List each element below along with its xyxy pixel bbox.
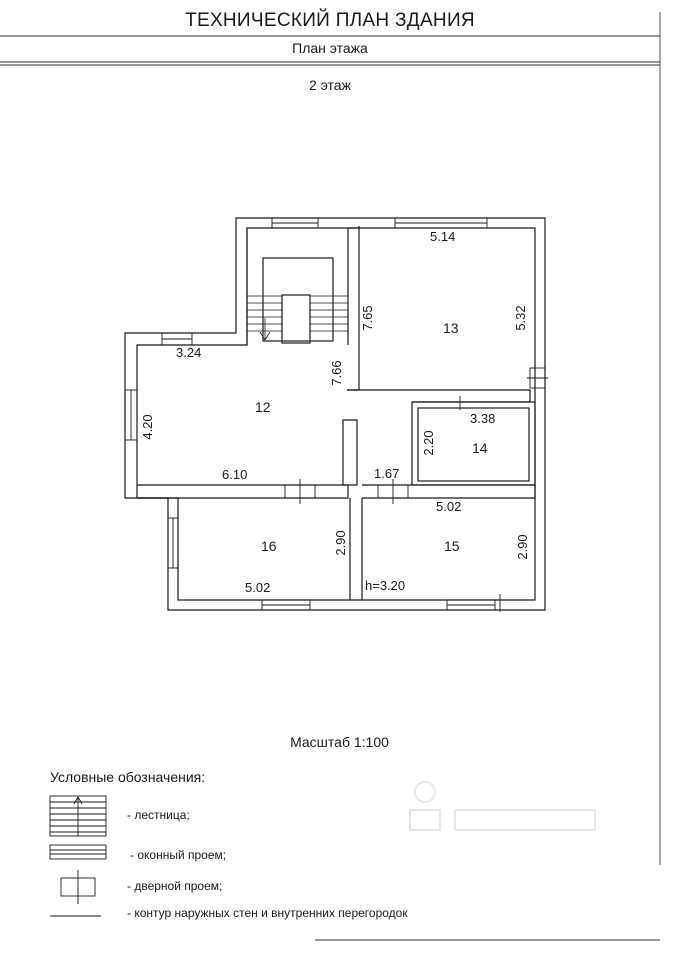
floor-label: 2 этаж	[309, 77, 351, 93]
watermark-logo	[409, 781, 596, 831]
wall-15-16	[349, 498, 363, 600]
ceiling-height-label: h=3.20	[365, 578, 405, 593]
dimension-label: 2.90	[333, 530, 348, 555]
room-16-number: 16	[261, 538, 277, 554]
dimension-label: 5.32	[513, 305, 528, 330]
window-icon	[49, 844, 107, 860]
legend-stair-text: - лестница;	[127, 808, 190, 822]
room-12-number: 12	[255, 399, 271, 415]
stair-icon	[49, 795, 107, 837]
dimension-label: 6.10	[222, 467, 247, 482]
dimension-label: 1.67	[374, 466, 399, 481]
dimension-label: 3.38	[470, 411, 495, 426]
dimension-label: 5.02	[436, 499, 461, 514]
stair-treads	[247, 295, 348, 341]
door-marks	[284, 367, 548, 612]
room-13-wall	[347, 226, 360, 391]
window-marks	[124, 217, 496, 611]
dimension-label: 7.66	[329, 360, 344, 385]
document-title: ТЕХНИЧЕСКИЙ ПЛАН ЗДАНИЯ	[185, 10, 475, 31]
dimension-label: 2.90	[515, 534, 530, 559]
stair-well	[262, 257, 334, 342]
dimension-label: 3.24	[176, 345, 201, 360]
stair-block-wall	[246, 228, 349, 345]
legend-wall-text: - контур наружных стен и внутренних пере…	[127, 906, 408, 920]
room-15-number: 15	[444, 538, 460, 554]
partition-12	[342, 419, 358, 486]
legend-window-text: - оконный проем;	[130, 848, 227, 862]
door-icon	[60, 870, 96, 904]
dimension-label: 5.02	[245, 580, 270, 595]
room-13-number: 13	[443, 320, 459, 336]
room-14-wall	[411, 401, 536, 486]
document-subtitle: План этажа	[292, 40, 368, 56]
scale-label: Масштаб 1:100	[290, 734, 389, 750]
legend-icons	[49, 795, 107, 917]
dimension-label: 5.14	[430, 229, 455, 244]
dimension-label: 4.20	[140, 414, 155, 439]
legend-door-text: - дверной проем;	[127, 879, 223, 893]
dimension-label: 2.20	[421, 430, 436, 455]
dimension-label: 7.65	[360, 305, 375, 330]
wall-12-bottom	[137, 484, 536, 499]
room-14-number: 14	[472, 440, 488, 456]
legend-title: Условные обозначения:	[50, 769, 206, 785]
